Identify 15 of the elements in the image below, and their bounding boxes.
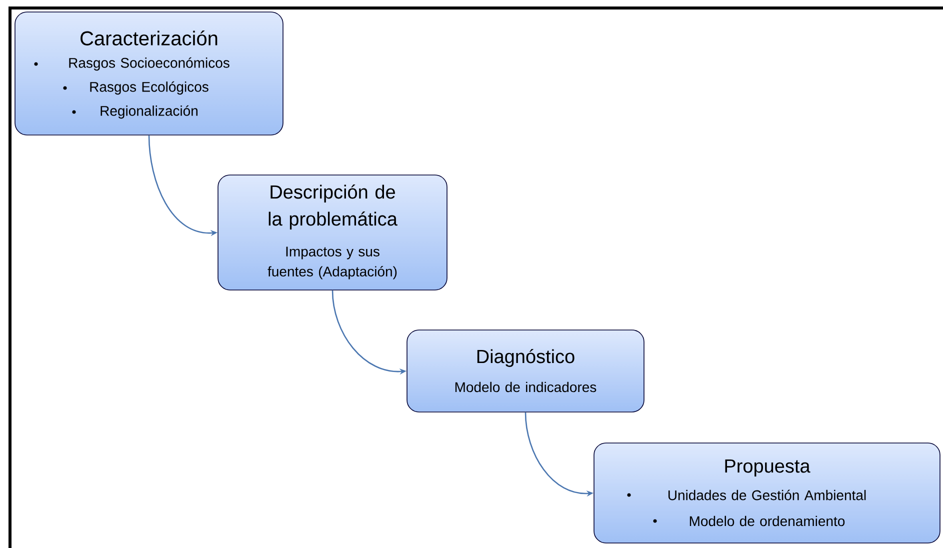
box-text: Modelo de indicadores: [455, 382, 596, 392]
box-heading: Caracterización: [80, 30, 218, 46]
process-box: [594, 442, 940, 544]
process-box: [14, 12, 284, 136]
process-box: [218, 174, 448, 290]
box-heading: Diagnóstico: [477, 349, 574, 367]
box-text: Rasgos Socioeconómicos: [69, 57, 230, 71]
box-text: Impactos y sus fuentes (Adaptación): [268, 246, 397, 280]
box-text: Regionalización: [100, 105, 198, 119]
box-heading: Descripción de la problemática: [268, 184, 398, 230]
box-text: Modelo de ordenamiento: [690, 516, 845, 526]
box-heading: Propuesta: [725, 460, 810, 476]
process-box: [406, 330, 644, 412]
box-text: Rasgos Ecológicos: [90, 81, 208, 95]
box-text: Unidades de Gestión Ambiental: [668, 490, 866, 500]
